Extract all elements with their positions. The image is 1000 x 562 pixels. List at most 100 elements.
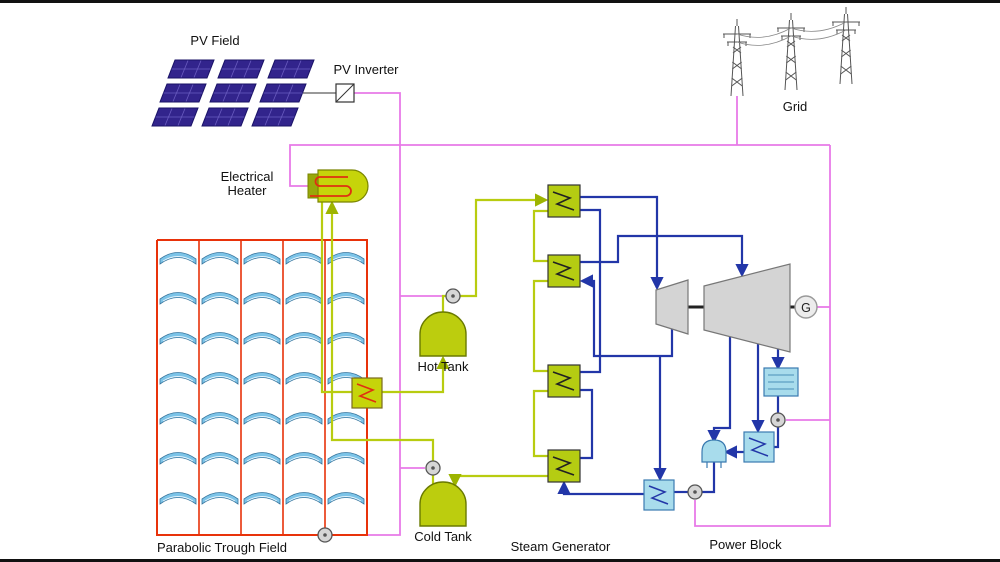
salt-line-heater-to-hx	[320, 202, 352, 394]
trough-collector	[285, 492, 323, 505]
trough-collector	[159, 252, 197, 265]
sg-riser-1	[580, 388, 594, 460]
trough-collector	[285, 332, 323, 345]
trough-collector	[159, 292, 197, 305]
top-border	[0, 0, 1000, 3]
trough-collector	[243, 412, 281, 425]
salt-line-hx-to-hot-tank	[382, 355, 450, 394]
trough-collector	[201, 452, 239, 465]
electric-line-right-bus	[694, 145, 831, 527]
salt-line-hot-tank-to-sg	[441, 193, 549, 312]
trough-collector	[201, 332, 239, 345]
trough-collector	[159, 412, 197, 425]
electric-bus-top	[289, 144, 830, 187]
sg-reheater	[547, 254, 581, 288]
trough-collector	[201, 412, 239, 425]
htf-pump	[317, 527, 333, 543]
pv-panel	[159, 83, 207, 103]
condenser	[763, 367, 799, 397]
grid-towers	[722, 6, 861, 97]
pv-field-label: PV Field	[190, 33, 240, 48]
trough-collector	[327, 332, 365, 345]
trough-collector	[201, 292, 239, 305]
trough-collector	[201, 492, 239, 505]
trough-collector	[243, 332, 281, 345]
lp-turbine	[703, 263, 791, 353]
steam-generator-train	[547, 184, 581, 483]
pv-panel	[251, 107, 299, 127]
trough-collector	[285, 292, 323, 305]
transmission-tower	[831, 6, 861, 85]
hot-salt-pump	[445, 288, 461, 304]
electrical-heater	[307, 169, 369, 203]
trough-collector	[243, 372, 281, 385]
cold-salt-pump	[425, 460, 441, 476]
hot-tank	[419, 311, 467, 357]
pv-inverter	[335, 83, 355, 103]
trough-collector	[159, 452, 197, 465]
hot-reheat-line	[580, 234, 749, 278]
sg-preheater	[547, 449, 581, 483]
trough-collector	[243, 292, 281, 305]
trough-header-pipes	[198, 240, 326, 535]
trough-collector	[159, 492, 197, 505]
pv-panel	[217, 59, 265, 79]
pv-panel	[267, 59, 315, 79]
sg-evaporator	[547, 364, 581, 398]
trough-collector	[159, 372, 197, 385]
generator	[794, 295, 818, 319]
deaerator	[701, 439, 727, 468]
transmission-tower	[722, 18, 752, 97]
cold-tank-label: Cold Tank	[414, 529, 472, 544]
trough-collectors	[159, 252, 365, 505]
pv-inverter-diagonal	[335, 83, 355, 103]
pv-panel	[209, 83, 257, 103]
steam-generator-label: Steam Generator	[510, 539, 611, 554]
salt-line-sg-1-2	[532, 209, 548, 263]
grid-label: Grid	[782, 99, 808, 114]
trough-collector	[201, 252, 239, 265]
trough-collector	[243, 452, 281, 465]
power-block-label: Power Block	[709, 537, 782, 552]
bottom-border	[0, 559, 1000, 562]
feedwater-to-sg	[557, 480, 644, 496]
trough-collector	[285, 412, 323, 425]
trough-collector	[285, 452, 323, 465]
pv-panel	[167, 59, 215, 79]
salt-line-cold-tank-to-heater	[325, 200, 435, 486]
pv-inverter-label: PV Inverter	[333, 62, 399, 77]
sg-riser-2	[580, 208, 602, 374]
trough-collector	[327, 412, 365, 425]
electrical-heater-label: Electrical Heater	[220, 169, 274, 199]
hp-turbine	[655, 279, 689, 335]
trough-collector	[201, 372, 239, 385]
trough-collector	[327, 292, 365, 305]
pv-panel	[259, 83, 307, 103]
trough-collector	[243, 492, 281, 505]
salt-line-sg-2-3	[532, 279, 548, 373]
main-steam-line	[580, 195, 664, 291]
condensate-to-fwh	[774, 427, 780, 449]
trough-collector	[285, 372, 323, 385]
pv-panel	[151, 107, 199, 127]
condensate-pump	[770, 412, 786, 428]
pv-panel	[201, 107, 249, 127]
sg-superheater	[547, 184, 581, 218]
transmission-tower	[776, 12, 806, 91]
power-wires	[736, 21, 847, 46]
trough-collector	[327, 492, 365, 505]
salt-line-sg-to-cold-tank	[448, 474, 548, 488]
generator-label: G	[801, 301, 811, 315]
trough-collector	[285, 252, 323, 265]
extraction-to-deaerator	[707, 337, 732, 444]
trough-collector	[327, 452, 365, 465]
trough-collector	[159, 332, 197, 345]
lp-feedwater-heater	[643, 479, 675, 511]
salt-line-sg-3-4	[532, 389, 548, 458]
cold-reheat-line	[579, 274, 674, 358]
heater-coil	[310, 176, 352, 197]
feedwater-pump	[687, 484, 703, 500]
hp-feedwater-heater	[743, 431, 775, 463]
